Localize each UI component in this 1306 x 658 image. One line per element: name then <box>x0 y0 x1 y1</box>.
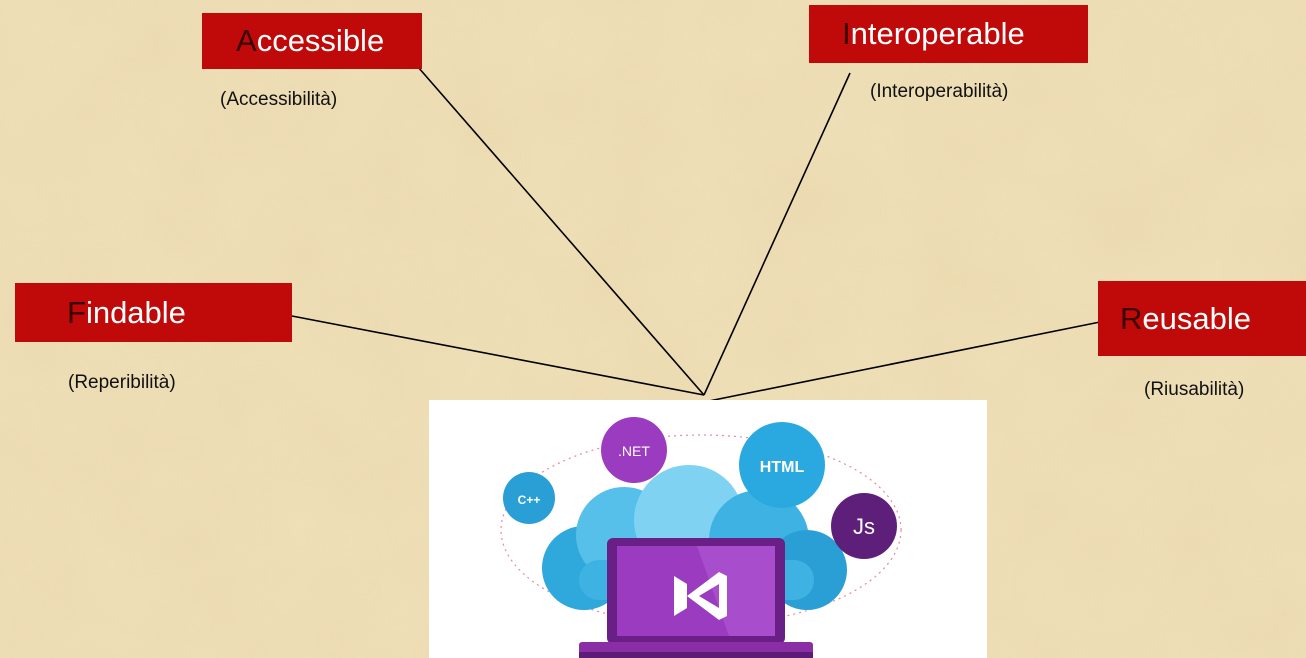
js-text: Js <box>853 514 875 539</box>
html-text: HTML <box>760 459 805 476</box>
cpp-text: C++ <box>518 493 541 507</box>
line-reusable <box>703 321 1101 403</box>
line-findable <box>291 315 705 396</box>
reusable-label: eusable <box>1142 300 1251 336</box>
illustration-graphic: .NET HTML C++ Js <box>500 417 902 658</box>
accessible-label: ccessible <box>256 23 385 58</box>
interoperable-translation: (Interoperabilità) <box>870 81 1009 102</box>
accessible-translation: (Accessibilità) <box>220 89 338 110</box>
cpp-bubble: C++ <box>503 472 555 524</box>
interoperable-initial: I <box>842 16 851 51</box>
html-bubble: HTML <box>739 422 825 508</box>
reusable-initial: R <box>1120 300 1143 336</box>
findable-translation: (Reperibilità) <box>68 372 176 393</box>
orbit-path <box>500 434 902 626</box>
reusable-translation: (Riusabilità) <box>1144 379 1245 400</box>
line-interoperable <box>703 72 851 396</box>
interoperable-label: nteroperable <box>850 16 1025 51</box>
accessible-initial: A <box>236 23 257 58</box>
visual-studio-illustration: .NET HTML C++ Js <box>429 400 987 658</box>
dotnet-text: .NET <box>618 443 650 459</box>
line-accessible <box>417 66 705 396</box>
findable-label: indable <box>85 294 186 330</box>
js-bubble: Js <box>831 493 897 559</box>
dotnet-bubble: .NET <box>601 417 667 483</box>
visual-studio-logo-icon <box>674 572 727 620</box>
findable-initial: F <box>67 294 86 330</box>
